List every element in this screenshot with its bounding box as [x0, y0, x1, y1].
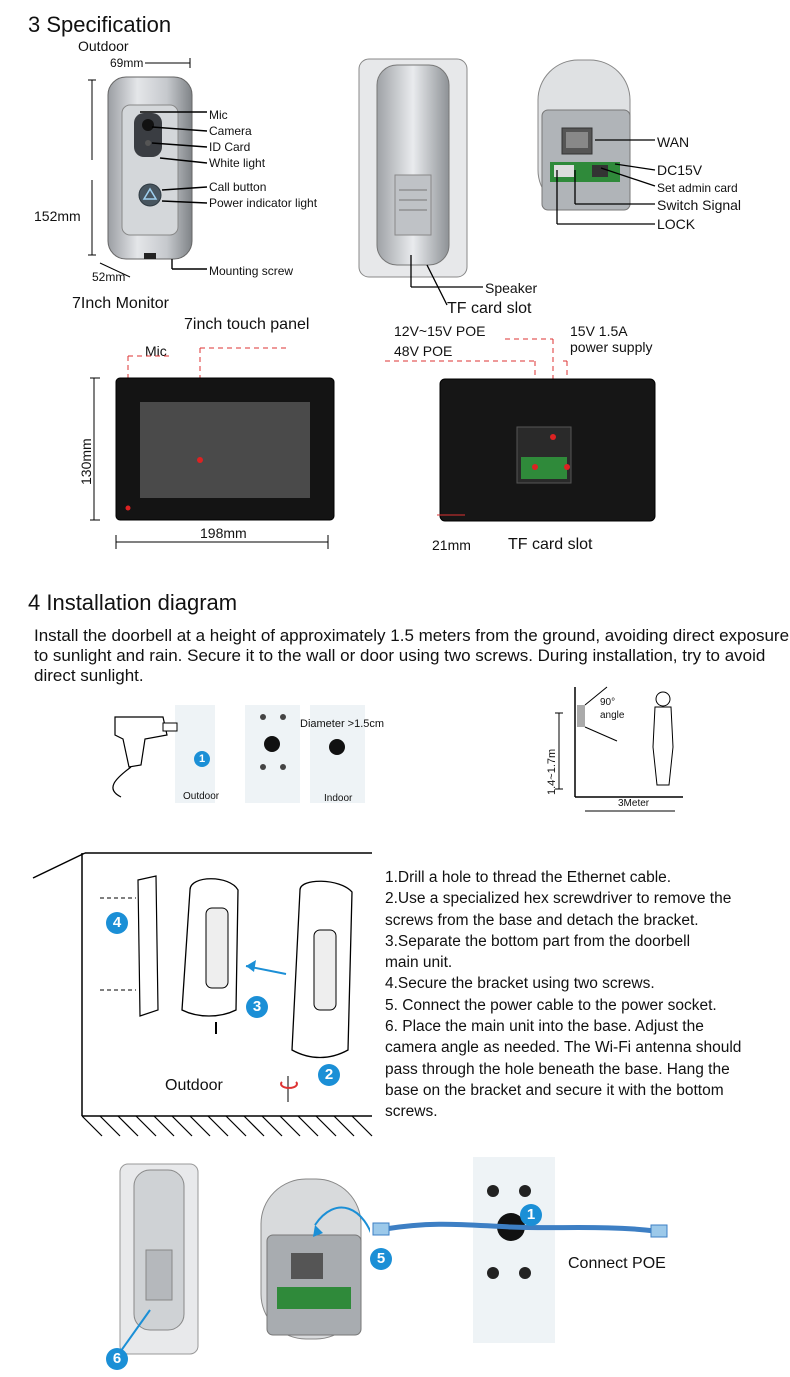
step-line: 5. Connect the power cable to the power …: [385, 996, 717, 1014]
ports-lines: [556, 139, 656, 225]
step-line: 3.Separate the bottom part from the door…: [385, 932, 691, 950]
diameter-label: Diameter >1.5cm: [300, 718, 385, 730]
drill-badge: 1: [194, 751, 210, 767]
monitor-poe-line1: 12V~15V POE: [394, 323, 486, 339]
outdoor-depth: 52mm: [92, 270, 126, 284]
step-line: pass through the hole beneath the base. …: [385, 1060, 730, 1078]
outdoor-height: 152mm: [34, 208, 81, 224]
callout-speaker: Speaker: [485, 280, 538, 296]
drill-illustration: [112, 705, 365, 803]
indoor-tag: Indoor: [324, 793, 353, 804]
port-dc15v: DC15V: [657, 162, 703, 178]
callout-call-button: Call button: [209, 180, 267, 194]
height-diagram: [555, 686, 683, 812]
ports-photo: [260, 1178, 370, 1340]
outdoor-unit-rear: [358, 58, 483, 306]
outdoor-tag: Outdoor: [183, 791, 220, 802]
step-line: 6. Place the main unit into the base. Ad…: [385, 1018, 704, 1036]
step-line: 2.Use a specialized hex screwdriver to r…: [385, 890, 732, 908]
install-steps: 1.Drill a hole to thread the Ethernet ca…: [385, 867, 780, 1123]
step-line: 1.Drill a hole to thread the Ethernet ca…: [385, 869, 672, 886]
monitor-title: 7Inch Monitor: [72, 295, 169, 312]
monitor-height: 130mm: [78, 438, 94, 485]
assembly-illustration: [32, 852, 373, 1137]
monitor-width: 198mm: [200, 525, 247, 541]
step-line: screws from the base and detach the brac…: [385, 911, 699, 929]
callout-white-light: White light: [209, 156, 266, 170]
spec-title: 3 Specification: [28, 12, 172, 37]
monitor-power-line2: power supply: [570, 339, 653, 355]
assembly-badge-2: 2: [318, 1064, 340, 1086]
step-line: camera angle as needed. The Wi-Fi antenn…: [385, 1039, 742, 1057]
connect-poe: Connect POE: [568, 1255, 666, 1272]
monitor-mic: Mic: [145, 343, 167, 359]
bottom-badge-6: 6: [106, 1348, 128, 1370]
outdoor-ports: [537, 59, 631, 211]
step-line: screws.: [385, 1103, 438, 1121]
callout-id-card: ID Card: [209, 140, 251, 154]
step-line: 4.Secure the bracket using two screws.: [385, 975, 655, 993]
assembly-outdoor-label: Outdoor: [165, 1077, 223, 1094]
monitor-power-line1: 15V 1.5A: [570, 323, 628, 339]
monitor-poe-line2: 48V POE: [394, 343, 453, 359]
callout-mounting-screw: Mounting screw: [209, 264, 294, 278]
base-photo: [118, 1163, 199, 1356]
outdoor-unit-front: [88, 58, 208, 278]
callout-power-light: Power indicator light: [209, 196, 318, 210]
port-admin-card: Set admin card: [657, 181, 738, 195]
bottom-badge-1: 1: [520, 1204, 542, 1226]
callout-camera: Camera: [209, 124, 252, 138]
monitor-front: [90, 347, 335, 549]
step-line: base on the bracket and secure it with t…: [385, 1081, 724, 1099]
callout-tf-slot: TF card slot: [447, 300, 532, 317]
port-wan: WAN: [657, 134, 690, 150]
assembly-badge-3: 3: [246, 996, 268, 1018]
callout-mic: Mic: [209, 108, 228, 122]
outdoor-width: 69mm: [108, 56, 146, 70]
outdoor-label: Outdoor: [78, 38, 129, 54]
port-switch-signal: Switch Signal: [657, 197, 742, 213]
install-title: 4 Installation diagram: [28, 590, 238, 615]
monitor-depth: 21mm: [432, 537, 471, 553]
distance: 3Meter: [618, 798, 650, 809]
height-range: 1.4~1.7m: [546, 748, 558, 795]
monitor-rear: [385, 338, 656, 522]
assembly-badge-4: 4: [106, 912, 128, 934]
monitor-tf-slot: TF card slot: [508, 536, 593, 553]
install-intro: Install the doorbell at a height of appr…: [34, 626, 790, 685]
angle-deg: 90°: [600, 697, 616, 708]
port-lock: LOCK: [657, 216, 696, 232]
bottom-badge-5: 5: [370, 1248, 392, 1270]
angle-word: angle: [600, 710, 625, 721]
wall-cable-photo: [372, 1157, 668, 1343]
monitor-touch-panel: 7inch touch panel: [184, 316, 310, 333]
step-line: main unit.: [385, 954, 453, 972]
